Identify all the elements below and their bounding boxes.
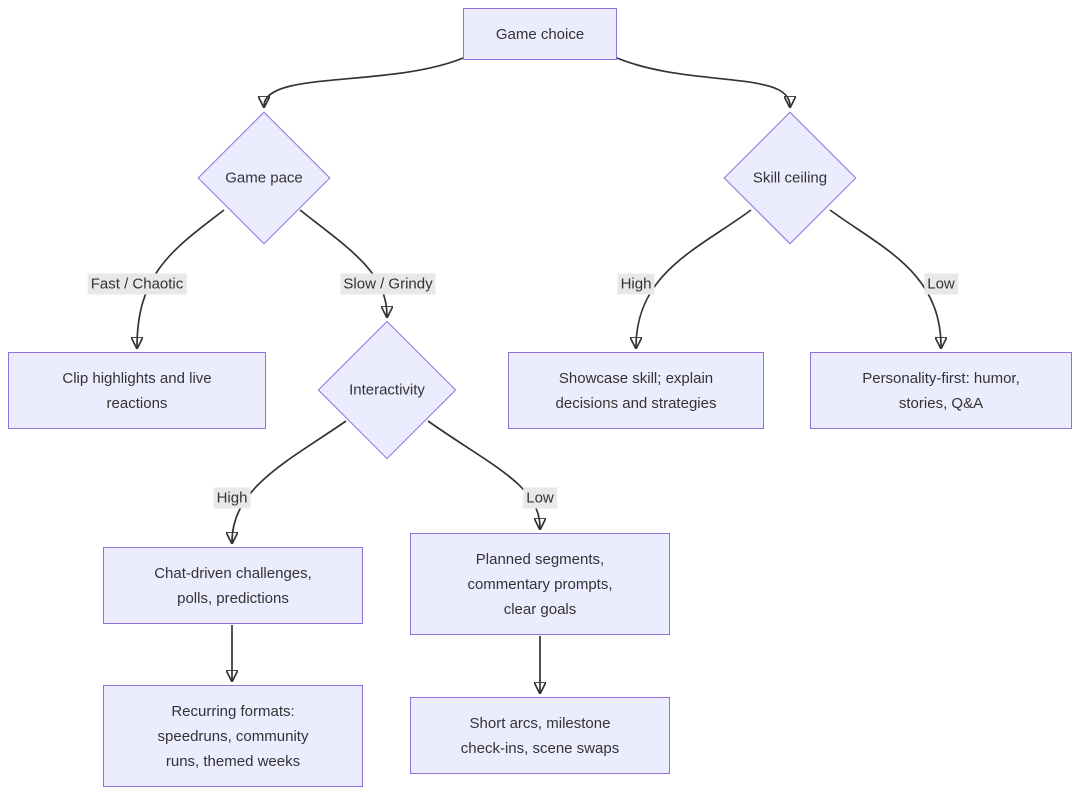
node-short-arcs-label: Short arcs, milestone check-ins, scene s… <box>460 714 620 757</box>
edge-label-fast-chaotic: Fast / Chaotic <box>87 273 187 295</box>
node-short-arcs: Short arcs, milestone check-ins, scene s… <box>410 697 670 774</box>
edge-game-pace-to-interactivity <box>299 209 387 316</box>
node-skill-ceiling: Skill ceiling <box>715 166 865 191</box>
edge-interactivity-to-planned-segments <box>427 420 540 528</box>
node-game-choice: Game choice <box>463 8 617 60</box>
edge-label-skill-low: Low <box>924 273 958 295</box>
node-clip-highlights: Clip highlights and live reactions <box>8 352 266 429</box>
edge-label-slow-grindy: Slow / Grindy <box>340 273 436 295</box>
edge-game-choice-to-game-pace <box>264 57 464 106</box>
edge-skill-ceiling-to-personality-first <box>829 209 941 347</box>
node-interactivity: Interactivity <box>312 378 462 403</box>
node-personality-first: Personality-first: humor, stories, Q&A <box>810 352 1072 429</box>
node-planned-segments: Planned segments, commentary prompts, cl… <box>410 533 670 635</box>
node-showcase-skill-label: Showcase skill; explain decisions and st… <box>555 369 717 412</box>
edge-game-choice-to-skill-ceiling <box>616 57 790 106</box>
edge-label-skill-high: High <box>617 273 655 295</box>
edge-game-pace-to-clip-highlights <box>137 209 225 347</box>
node-skill-ceiling-label: Skill ceiling <box>752 169 828 187</box>
node-chat-driven-label: Chat-driven challenges, polls, predictio… <box>154 564 312 607</box>
node-recurring-formats-label: Recurring formats: speedruns, community … <box>157 702 309 770</box>
node-showcase-skill: Showcase skill; explain decisions and st… <box>508 352 764 429</box>
node-game-pace-label: Game pace <box>225 169 303 187</box>
node-recurring-formats: Recurring formats: speedruns, community … <box>103 685 363 787</box>
node-game-choice-label: Game choice <box>495 25 585 43</box>
edge-interactivity-to-chat-driven <box>232 420 347 542</box>
edge-label-interactivity-low: Low <box>523 487 557 509</box>
edge-skill-ceiling-to-showcase-skill <box>636 209 752 347</box>
node-game-pace: Game pace <box>189 166 339 191</box>
node-personality-first-label: Personality-first: humor, stories, Q&A <box>862 369 1020 412</box>
node-planned-segments-label: Planned segments, commentary prompts, cl… <box>467 550 613 618</box>
node-interactivity-label: Interactivity <box>349 381 425 399</box>
node-clip-highlights-label: Clip highlights and live reactions <box>62 369 212 412</box>
edge-label-interactivity-high: High <box>213 487 251 509</box>
node-chat-driven: Chat-driven challenges, polls, predictio… <box>103 547 363 624</box>
